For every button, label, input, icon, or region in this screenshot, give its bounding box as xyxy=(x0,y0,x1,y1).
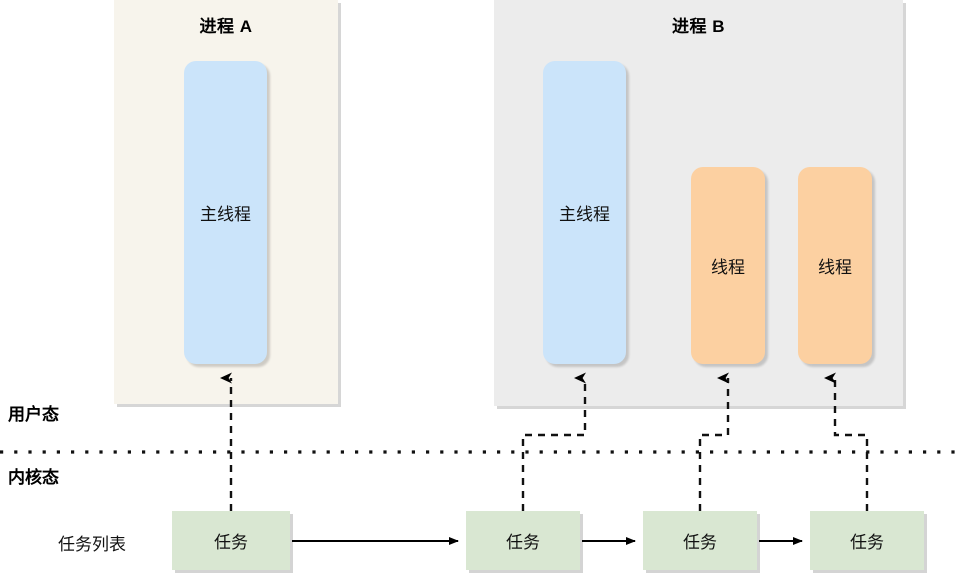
user-mode-label: 用户态 xyxy=(8,405,59,424)
thread-b-worker-2-box[interactable]: 线程 xyxy=(798,167,872,364)
thread-b-worker-2-label: 线程 xyxy=(818,258,852,277)
process-b-title: 进程 B xyxy=(672,17,725,36)
thread-b-main-box[interactable]: 主线程 xyxy=(543,61,626,364)
task-list-label: 任务列表 xyxy=(58,535,126,554)
thread-a-main-label: 主线程 xyxy=(200,205,251,224)
thread-b-main-label: 主线程 xyxy=(559,205,610,224)
task-box-2[interactable]: 任务 xyxy=(466,511,580,570)
kernel-mode-label: 内核态 xyxy=(8,468,59,487)
task-box-3[interactable]: 任务 xyxy=(643,511,757,570)
process-a-title: 进程 A xyxy=(199,17,253,36)
thread-a-main-box[interactable]: 主线程 xyxy=(184,61,267,364)
thread-b-worker-1-box[interactable]: 线程 xyxy=(691,167,765,364)
task-box-4[interactable]: 任务 xyxy=(810,511,924,570)
task-box-1-label: 任务 xyxy=(214,533,248,552)
task-box-4-label: 任务 xyxy=(850,533,884,552)
task-box-1[interactable]: 任务 xyxy=(172,511,290,570)
task-box-2-label: 任务 xyxy=(506,533,540,552)
task-box-3-label: 任务 xyxy=(683,533,717,552)
thread-b-worker-1-label: 线程 xyxy=(711,258,745,277)
